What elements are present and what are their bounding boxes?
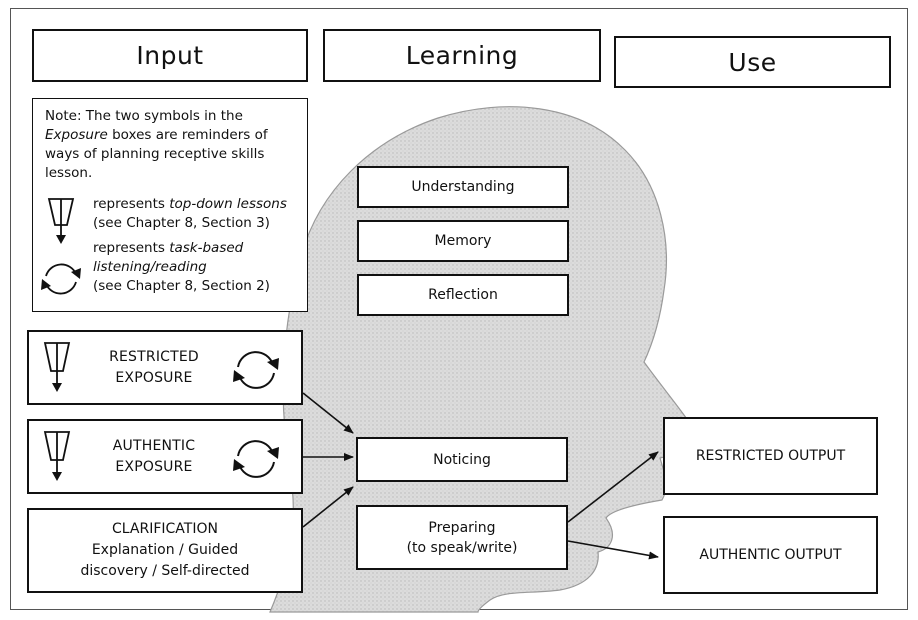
legend-1-term: top-down lessons <box>169 196 287 212</box>
cycle-arrows-icon <box>233 351 279 389</box>
legend-1-prefix: represents <box>93 196 170 212</box>
note-line-4: lesson. <box>45 165 93 181</box>
legend-2-prefix: represents <box>93 240 170 256</box>
legend-1-ref: (see Chapter 8, Section 3) <box>93 215 270 231</box>
restricted-exposure-line-1: RESTRICTED <box>109 349 199 365</box>
restricted-output-box: RESTRICTED OUTPUT <box>663 417 878 495</box>
legend-task-based: represents task-based listening/reading … <box>93 239 270 296</box>
reflection-box: Reflection <box>357 274 569 316</box>
restricted-exposure-label: RESTRICTED EXPOSURE <box>99 347 209 389</box>
header-input: Input <box>32 29 308 82</box>
legend-2-term-2: listening/reading <box>93 259 207 275</box>
authentic-exposure-box: AUTHENTIC EXPOSURE <box>27 419 303 494</box>
legend-top-down: represents top-down lessons (see Chapter… <box>93 195 287 233</box>
preparing-line-1: Preparing <box>428 519 496 536</box>
clarification-title: CLARIFICATION <box>112 521 218 537</box>
header-learning: Learning <box>323 29 601 82</box>
understanding-box: Understanding <box>357 166 569 208</box>
authentic-exposure-line-1: AUTHENTIC <box>112 438 196 454</box>
note-line-2: boxes are reminders of <box>107 127 268 143</box>
clarification-line-2: Explanation / Guided <box>91 542 239 558</box>
noticing-box: Noticing <box>356 437 568 482</box>
legend-2-ref: (see Chapter 8, Section 2) <box>93 278 270 294</box>
restricted-exposure-box: RESTRICTED EXPOSURE <box>27 330 303 405</box>
funnel-down-arrow-icon <box>47 198 75 244</box>
authentic-output-box: AUTHENTIC OUTPUT <box>663 516 878 594</box>
cycle-arrows-icon <box>233 440 279 478</box>
note-line-3: ways of planning receptive skills <box>45 146 265 162</box>
legend-2-term: task-based <box>169 240 244 256</box>
funnel-down-arrow-icon <box>43 431 71 481</box>
header-use: Use <box>614 36 891 88</box>
authentic-exposure-label: AUTHENTIC EXPOSURE <box>99 436 209 478</box>
preparing-box: Preparing (to speak/write) <box>356 505 568 570</box>
note-exposure-term: Exposure <box>45 127 108 143</box>
note-box: Note: The two symbols in the Exposure bo… <box>32 98 308 312</box>
clarification-box: CLARIFICATION Explanation / Guided disco… <box>27 508 303 593</box>
clarification-line-3: discovery / Self-directed <box>80 563 250 579</box>
note-line-1: Note: The two symbols in the <box>45 108 243 124</box>
memory-box: Memory <box>357 220 569 262</box>
cycle-arrows-icon <box>41 263 81 295</box>
preparing-line-2: (to speak/write) <box>406 539 518 556</box>
authentic-exposure-line-2: EXPOSURE <box>115 459 193 475</box>
restricted-exposure-line-2: EXPOSURE <box>115 370 193 386</box>
note-text: Note: The two symbols in the Exposure bo… <box>45 107 300 183</box>
funnel-down-arrow-icon <box>43 342 71 392</box>
